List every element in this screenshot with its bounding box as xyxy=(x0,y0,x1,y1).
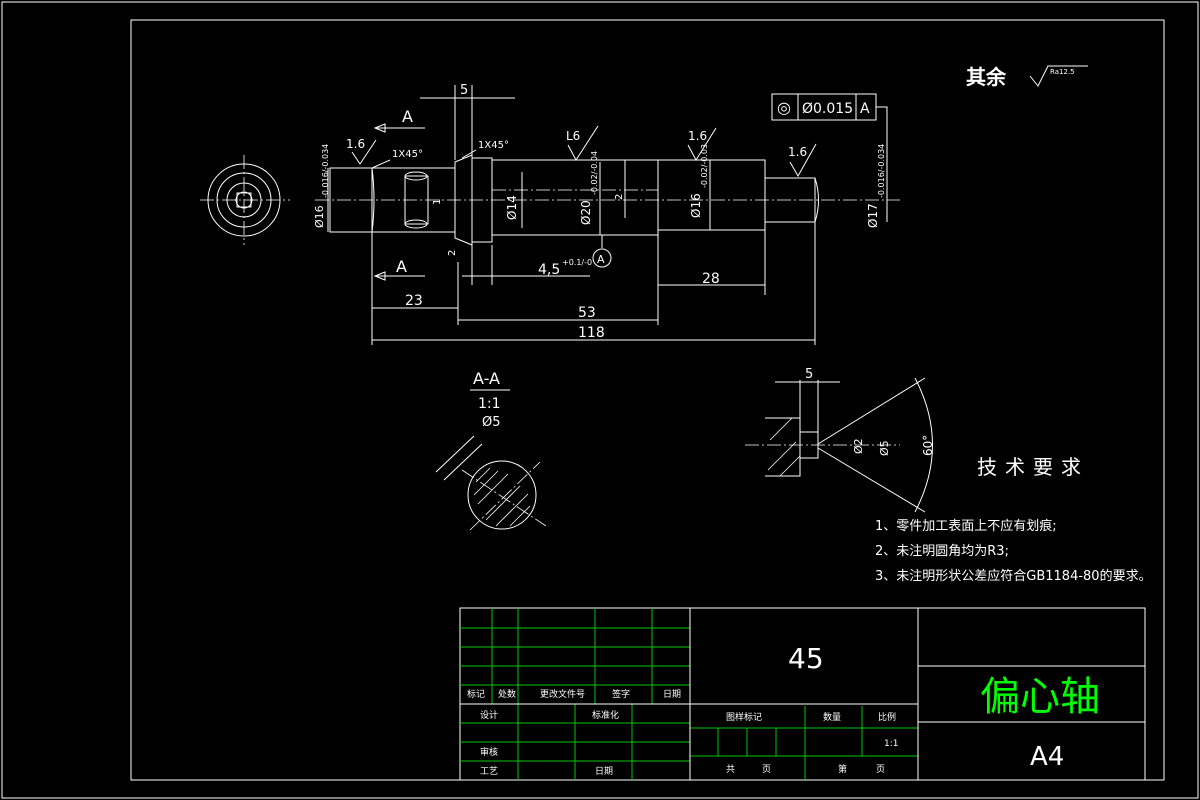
finish-mark-1: 1.6 xyxy=(346,137,377,165)
end-view xyxy=(200,155,290,245)
dim-dia16-tol: -0.016/-0.034 xyxy=(321,144,330,198)
finish-mark-2: L6 xyxy=(566,125,599,161)
svg-text:1.6: 1.6 xyxy=(788,145,807,159)
finish-mark-3: 1.6 xyxy=(687,127,717,161)
dim-28: 28 xyxy=(658,230,766,295)
svg-text:1:1: 1:1 xyxy=(884,739,898,749)
tech-req-item-2: 2、未注明圆角均为R3; xyxy=(875,544,1009,559)
svg-text:数量: 数量 xyxy=(823,711,841,723)
svg-text:5: 5 xyxy=(460,83,468,98)
dim-dia17-tol: -0.016/-0.034 xyxy=(877,144,886,198)
sheet-size: A4 xyxy=(1030,742,1064,772)
dim-small-2b: 2 xyxy=(447,250,458,256)
svg-text:日期: 日期 xyxy=(663,689,681,700)
svg-text:A-A: A-A xyxy=(473,369,500,388)
dim-dia20: Ø20 xyxy=(579,200,593,225)
chamfer-label-left: 1X45° xyxy=(392,149,423,160)
svg-text:5: 5 xyxy=(805,367,813,382)
material: 45 xyxy=(788,642,824,675)
shaft-main-view xyxy=(315,154,900,246)
svg-text:工艺: 工艺 xyxy=(480,766,498,777)
tolerance-frame: ◎ Ø0.015 A xyxy=(771,93,888,170)
svg-text:Ø5: Ø5 xyxy=(878,440,891,456)
tech-req-title: 技术要求 xyxy=(977,455,1089,479)
dim-dia16: Ø16 xyxy=(313,205,326,228)
dim-small-1: 1 xyxy=(432,199,443,205)
roughness-symbol xyxy=(1029,65,1088,87)
svg-text:23: 23 xyxy=(405,293,423,309)
dim-small-2: 2 xyxy=(614,194,625,200)
dim-dia16b: Ø16 xyxy=(689,193,703,218)
svg-text:1.6: 1.6 xyxy=(346,137,365,151)
svg-text:28: 28 xyxy=(702,271,720,287)
svg-text:签字: 签字 xyxy=(612,688,630,700)
svg-text:更改文件号: 更改文件号 xyxy=(540,688,585,700)
detail-view: 5 Ø2 Ø5 60° xyxy=(745,367,935,513)
dim-118: 118 xyxy=(372,222,816,345)
svg-text:A: A xyxy=(402,107,413,126)
dim-23: 23 xyxy=(371,232,458,345)
title-block: 45 偏心轴 A4 标记 处数 更改文件号 签字 日期 设计 标准化 图样标记 … xyxy=(459,607,1146,781)
svg-text:◎: ◎ xyxy=(777,98,791,117)
svg-text:处数: 处数 xyxy=(498,688,516,700)
tech-req-item-3: 3、未注明形状公差应符合GB1184-80的要求。 xyxy=(875,568,1152,584)
svg-text:A: A xyxy=(396,257,407,276)
dim-4-5: 4,5 +0.1/-0 xyxy=(462,245,592,285)
section-arrow-top: A xyxy=(373,107,425,133)
section-view-a-a: A-A 1:1 Ø5 xyxy=(435,369,547,531)
svg-text:Ø2: Ø2 xyxy=(852,438,865,454)
svg-text:Ø0.015: Ø0.015 xyxy=(802,101,853,117)
svg-text:L6: L6 xyxy=(566,129,580,143)
svg-text:共: 共 xyxy=(726,764,735,775)
dim-dia16b-tol: -0.02/-0.03 xyxy=(700,144,709,188)
dim-dia14: Ø14 xyxy=(505,195,519,220)
svg-text:图样标记: 图样标记 xyxy=(726,711,762,723)
dim-5-top: 5 xyxy=(420,83,515,160)
dim-dia20-tol: -0.02/-0.04 xyxy=(590,151,599,195)
part-name: 偏心轴 xyxy=(980,674,1100,720)
svg-text:审核: 审核 xyxy=(480,746,498,758)
svg-text:页: 页 xyxy=(762,764,771,775)
svg-text:1.6: 1.6 xyxy=(688,129,707,143)
svg-text:A: A xyxy=(860,101,870,117)
tech-req-item-1: 1、零件加工表面上不应有划痕; xyxy=(875,518,1057,534)
section-arrow-bottom: A xyxy=(373,257,425,281)
datum-a: A xyxy=(592,235,612,268)
svg-text:53: 53 xyxy=(578,305,596,321)
svg-text:第: 第 xyxy=(838,763,847,775)
svg-text:标准化: 标准化 xyxy=(592,709,619,721)
finish-mark-4: 1.6 xyxy=(788,143,817,178)
svg-text:+0.1/-0: +0.1/-0 xyxy=(562,258,592,267)
roughness-value: Ra12.5 xyxy=(1050,68,1075,76)
svg-text:Ø5: Ø5 xyxy=(482,415,501,430)
svg-text:设计: 设计 xyxy=(480,709,498,721)
chamfer-label-right: 1X45° xyxy=(478,140,509,151)
svg-text:1:1: 1:1 xyxy=(478,396,501,412)
svg-text:118: 118 xyxy=(578,325,605,341)
svg-text:A: A xyxy=(597,253,605,266)
roughness-label: 其余 xyxy=(966,65,1007,89)
svg-text:页: 页 xyxy=(876,764,885,775)
dim-53: 53 xyxy=(457,235,659,325)
svg-text:标记: 标记 xyxy=(467,688,485,700)
svg-text:4,5: 4,5 xyxy=(538,262,560,278)
svg-text:日期: 日期 xyxy=(595,766,613,777)
svg-text:比例: 比例 xyxy=(878,711,896,723)
dim-dia17: Ø17 xyxy=(866,203,880,228)
svg-text:60°: 60° xyxy=(921,435,935,456)
